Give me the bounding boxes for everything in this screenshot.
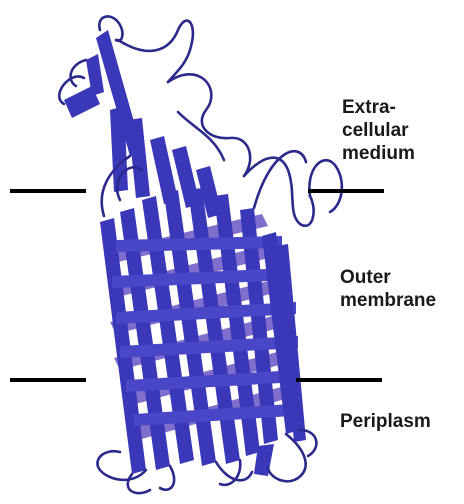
label-periplasm-text: Periplasm [340,410,431,433]
label-extracellular-line1: Extra- [342,96,415,119]
label-outer-membrane-line2: membrane [340,289,436,312]
membrane-lower-left-line [10,378,86,382]
label-outer-membrane: Outer membrane [340,266,436,312]
membrane-upper-right-line [308,189,384,193]
label-outer-membrane-line1: Outer [340,266,436,289]
membrane-lower-right-line [296,378,382,382]
label-extracellular-line2: cellular [342,119,415,142]
label-periplasm: Periplasm [340,410,431,433]
label-extracellular-medium: Extra- cellular medium [342,96,415,165]
label-extracellular-line3: medium [342,142,415,165]
membrane-upper-left-line [10,189,86,193]
